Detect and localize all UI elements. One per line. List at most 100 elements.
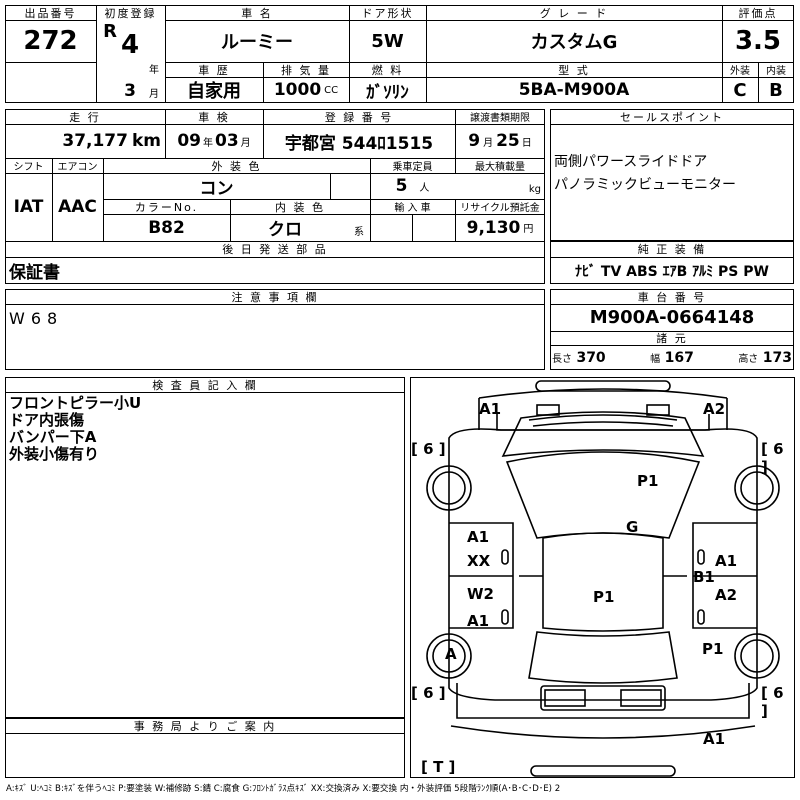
recycle-fee: 9,130 円	[455, 214, 545, 241]
mark-rear-door-left-1: W2	[467, 585, 494, 603]
transfer-month-unit: 月	[483, 137, 494, 149]
transfer-day-unit: 日	[521, 137, 532, 149]
inspector-line: ドア内張傷	[9, 411, 85, 429]
inspector-box	[5, 377, 405, 718]
door-label: ドア形状	[361, 6, 414, 20]
equipment-box	[550, 241, 794, 284]
ext-grade: C	[733, 79, 747, 101]
inspection-month: 03	[215, 131, 239, 151]
mark-tire-rl: [ 6 ]	[411, 684, 446, 702]
color-no: B82	[148, 217, 185, 238]
sales-point-1: 両側パワースライドドア	[554, 154, 708, 170]
mark-tire-fr: [ 6 ]	[761, 440, 784, 476]
equipment: ﾅﾋﾞ TV ABS ｴｱB ｱﾙﾐ PS PW	[575, 263, 769, 280]
mark-rear-bumper: A1	[703, 730, 726, 748]
mark-tire-rr: [ 6 ]	[761, 684, 784, 720]
legend: A:ｷｽﾞ U:ﾍｺﾐ B:ｷｽﾞを伴うﾍｺﾐ P:要塗装 W:補修跡 S:錆 …	[6, 784, 561, 794]
mileage: 37,177 km	[5, 124, 165, 158]
ext-color-label: 外 装 色	[211, 159, 262, 173]
mark-hood: P1	[637, 472, 659, 490]
office-box	[5, 718, 405, 778]
shift: IAT	[13, 197, 44, 217]
inspection-year-unit: 年	[203, 137, 213, 149]
fuel: ｶﾞｿﾘﾝ	[366, 82, 409, 103]
car-outline	[426, 380, 780, 777]
mark-front-door-left-2: XX	[467, 552, 491, 570]
equipment-label: 純 正 装 備	[637, 243, 707, 256]
reg-era: R	[103, 20, 117, 42]
chassis-label: 車 台 番 号	[637, 290, 707, 304]
lot-number: 272	[23, 26, 78, 56]
reg-year-unit: 年	[149, 64, 159, 76]
mark-tire-fl: [ 6 ]	[411, 440, 446, 458]
chassis-box	[550, 289, 794, 370]
door-type: 5W	[371, 30, 404, 52]
inspector-line: フロントピラー小U	[9, 394, 142, 412]
inspection-label: 車 検	[198, 110, 230, 124]
inspector-line: バンパー下A	[9, 428, 97, 446]
dimensions: 長さ 370 幅 167 高さ 173	[552, 345, 792, 370]
displacement-label: 排 気 量	[281, 63, 331, 77]
shift-label: シフト	[13, 162, 44, 173]
ac-label: エアコン	[57, 162, 98, 173]
inspector-label: 検 査 員 記 入 欄	[152, 378, 258, 392]
length-value: 370	[576, 349, 606, 366]
transfer-label: 譲渡書類期限	[470, 113, 530, 124]
mark-front-left: A1	[479, 400, 502, 418]
mileage-label: 走 行	[69, 110, 101, 124]
displacement-value: 1000	[273, 80, 322, 100]
ext-color: コン	[199, 178, 234, 199]
inspection-month-unit: 月	[240, 137, 251, 149]
plate-label: 登 録 番 号	[324, 110, 394, 124]
recycle-label: リサイクル預託金	[460, 203, 540, 214]
height-label: 高さ	[738, 353, 759, 365]
mark-rear-door-left-2: A1	[467, 612, 490, 630]
lot-label: 出品番号	[24, 6, 77, 20]
inspector-line: 外装小傷有り	[9, 445, 100, 463]
notes-value: W68	[9, 308, 64, 328]
mileage-unit: km	[131, 131, 161, 151]
mark-roof: P1	[593, 588, 615, 606]
header-block	[5, 5, 794, 103]
inspection-year: 09	[177, 131, 201, 151]
fuel-label: 燃 料	[371, 63, 404, 77]
mileage-value: 37,177	[62, 131, 128, 151]
max-load-unit: kg	[528, 184, 541, 195]
seats: 5 人	[370, 173, 455, 199]
seats-value: 5	[395, 176, 408, 196]
reg-month: 3	[124, 80, 136, 101]
transfer-month: 9	[468, 131, 481, 151]
mark-windshield: G	[626, 518, 639, 536]
sales-point-2: パノラミックビューモニター	[554, 177, 736, 193]
model-label: 型 式	[558, 63, 590, 77]
grade: カスタムG	[530, 32, 618, 53]
specs-label: 諸 元	[656, 332, 688, 345]
mark-spare-tire: [ T ]	[421, 758, 456, 776]
int-color-unit: 系	[354, 226, 364, 238]
import-label: 輸 入 車	[394, 203, 431, 214]
transfer-day: 25	[496, 131, 520, 151]
damage-diagram: A1 A2 [ 6 ] [ 6 ] P1 G A1 XX A1 B1 W2 A1…	[410, 377, 795, 778]
color-no-label: カラーNo.	[134, 200, 199, 214]
width-label: 幅	[650, 353, 661, 365]
score-label: 評価点	[738, 6, 778, 20]
recycle-value: 9,130	[466, 217, 521, 238]
inspection: 09 年 03 月	[165, 124, 263, 158]
int-label: 内装	[766, 66, 786, 77]
score: 3.5	[734, 26, 782, 56]
sales-label: セールスポイント	[620, 110, 724, 124]
mark-wheel-rl: A	[445, 645, 457, 663]
int-color: クロ	[268, 220, 302, 240]
car-name: ルーミー	[221, 32, 293, 53]
transfer-deadline: 9 月 25 日	[455, 124, 545, 158]
notes-box	[5, 289, 545, 370]
height-value: 173	[762, 349, 792, 366]
mark-wheel-rr: P1	[702, 640, 724, 658]
mark-front-right: A2	[703, 400, 726, 418]
length-label: 長さ	[552, 353, 572, 365]
length: 長さ 370	[552, 350, 606, 366]
mark-front-door-left-1: A1	[467, 528, 490, 546]
chassis-number: M900A-0664148	[589, 307, 755, 328]
model-code: 5BA-M900A	[518, 80, 630, 100]
first-reg-label: 初度登録	[104, 6, 157, 20]
